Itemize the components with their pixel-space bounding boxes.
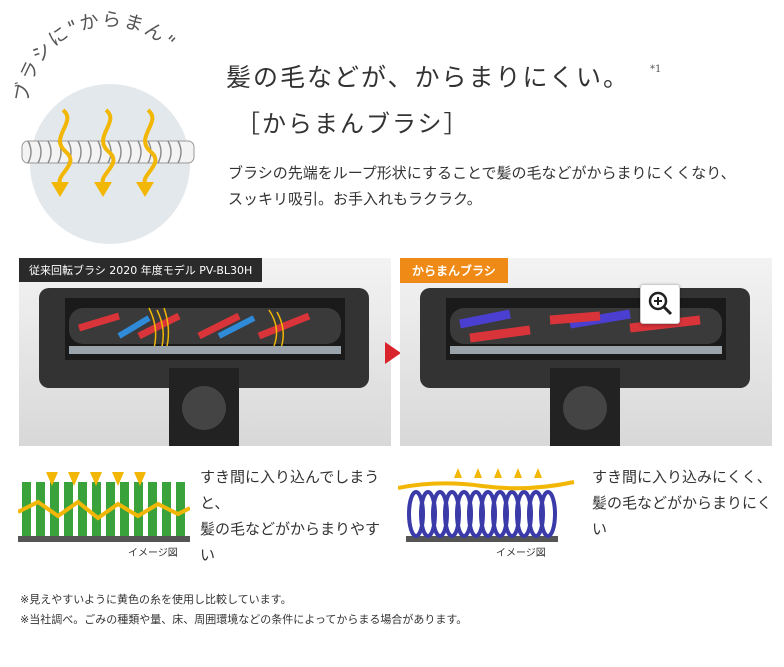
conventional-caption: イメージ図 — [128, 548, 178, 559]
badge-arc-text: ブラシに"からまん" — [10, 9, 179, 104]
karaman-caption: イメージ図 — [496, 548, 546, 559]
footnote-2: ※当社調べ。ごみの種類や量、床、周囲環境などの条件によってからまる場合があります… — [20, 613, 468, 626]
karaman-text-line1: すき間に入り込みにくく、 — [592, 468, 772, 486]
footnote-reference: *1 — [650, 64, 662, 75]
conventional-brush-photo: 従来回転ブラシ 2020 年度モデル PV-BL30H — [19, 258, 391, 446]
conventional-text-line1: すき間に入り込んでしまうと、 — [200, 468, 380, 512]
product-subtitle: ［からまんブラシ］ — [236, 110, 470, 138]
zoom-in-button[interactable] — [640, 284, 680, 324]
footnote-1: ※見えやすいように黄色の糸を使用し比較しています。 — [20, 593, 292, 606]
karaman-loop-diagram — [398, 468, 575, 542]
zoom-in-icon — [648, 291, 673, 315]
karaman-brush-tag: からまんブラシ — [400, 258, 508, 283]
page-title: 髪の毛などが、からまりにくい。 — [226, 63, 631, 92]
conventional-bristle-diagram — [18, 472, 190, 542]
conventional-text-line2: 髪の毛などがからまりやすい — [200, 520, 381, 564]
karaman-description: すき間に入り込みにくく、 髪の毛などがからまりにくい — [592, 464, 772, 542]
conventional-brush-image — [39, 288, 369, 446]
product-description: ブラシの先端をループ形状にすることで髪の毛などがからまりにくくなり、スッキリ吸引… — [228, 164, 736, 208]
karaman-brush-image — [420, 288, 750, 446]
conventional-description: すき間に入り込んでしまうと、 髪の毛などがからまりやすい — [200, 464, 390, 568]
arrow-right-icon — [385, 342, 401, 364]
brush-roller-icon — [21, 108, 195, 197]
karaman-brush-photo: からまんブラシ — [400, 258, 772, 446]
hero-badge-circle — [30, 84, 190, 244]
conventional-brush-tag: 従来回転ブラシ 2020 年度モデル PV-BL30H — [19, 258, 263, 282]
karaman-text-line2: 髪の毛などがからまりにくい — [592, 494, 772, 538]
